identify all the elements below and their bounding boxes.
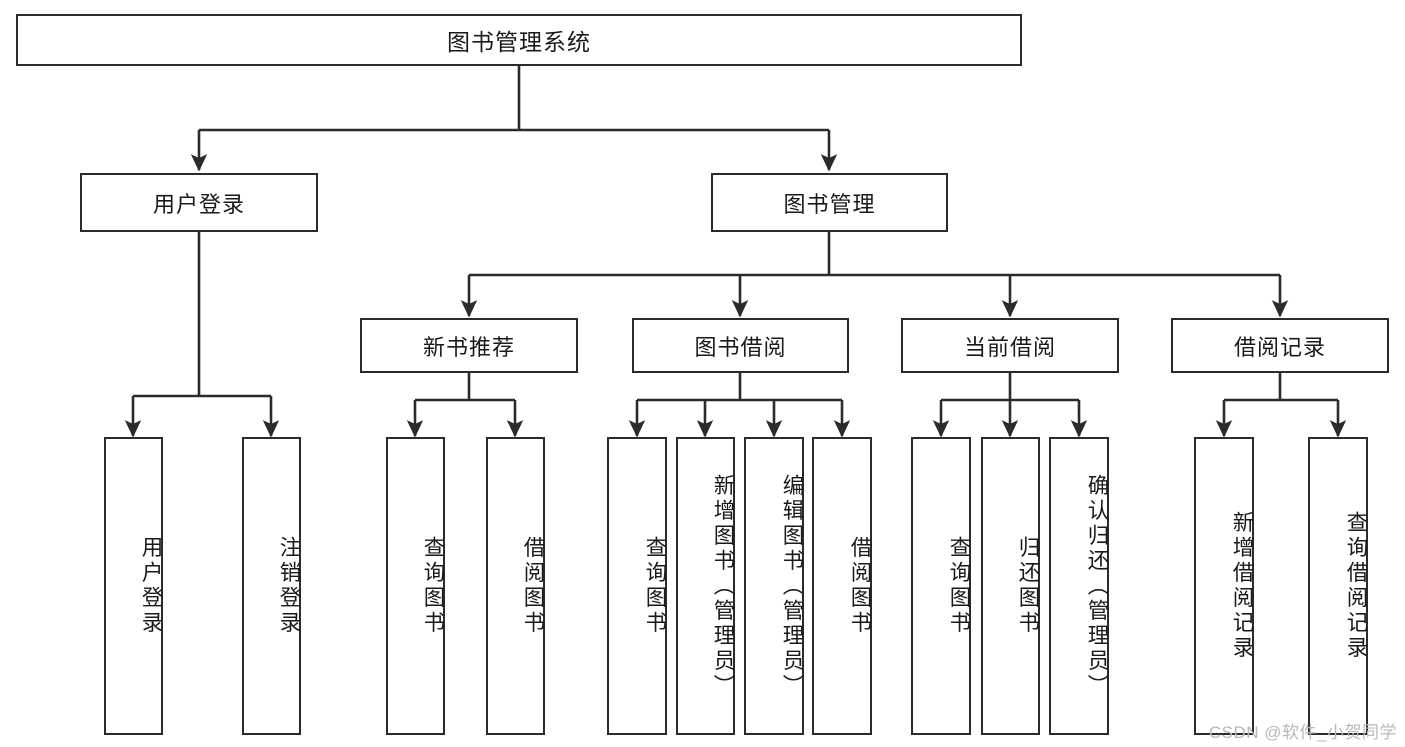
node-leaf-query-borrow-record[interactable]: 查询借阅记录 — [1308, 437, 1368, 735]
node-label: 编辑图书（管理员） — [780, 473, 804, 699]
node-borrow-record[interactable]: 借阅记录 — [1171, 318, 1389, 373]
node-new-book-recommend[interactable]: 新书推荐 — [360, 318, 578, 373]
node-leaf-borrow-book[interactable]: 借阅图书 — [812, 437, 872, 735]
node-book-management[interactable]: 图书管理 — [711, 173, 948, 232]
node-leaf-borrow-book-recommend[interactable]: 借阅图书 — [486, 437, 545, 735]
node-leaf-query-book-recommend[interactable]: 查询图书 — [386, 437, 445, 735]
node-label: 借阅图书 — [848, 536, 872, 636]
node-label: 新书推荐 — [422, 334, 515, 360]
node-leaf-query-book-borrow[interactable]: 查询图书 — [607, 437, 667, 735]
node-label: 用户登录 — [152, 191, 245, 217]
node-label: 当前借阅 — [963, 334, 1056, 360]
node-root-book-management-system[interactable]: 图书管理系统 — [16, 14, 1022, 66]
node-book-borrow[interactable]: 图书借阅 — [632, 318, 849, 373]
node-label: 借阅记录 — [1233, 334, 1326, 360]
node-label: 查询图书 — [947, 536, 971, 636]
node-leaf-user-login[interactable]: 用户登录 — [104, 437, 163, 735]
node-leaf-query-book-current[interactable]: 查询图书 — [911, 437, 971, 735]
node-label: 图书借阅 — [694, 334, 787, 360]
node-label: 新增借阅记录 — [1230, 511, 1254, 661]
node-label: 图书管理 — [783, 191, 876, 217]
node-leaf-confirm-return-admin[interactable]: 确认归还（管理员） — [1049, 437, 1109, 735]
node-leaf-user-logout[interactable]: 注销登录 — [242, 437, 301, 735]
node-label: 用户登录 — [139, 536, 163, 636]
node-label: 查询图书 — [421, 536, 445, 636]
node-label: 查询借阅记录 — [1344, 511, 1368, 661]
node-label: 图书管理系统 — [447, 29, 591, 55]
node-label: 确认归还（管理员） — [1085, 473, 1109, 699]
node-user-login[interactable]: 用户登录 — [80, 173, 318, 232]
watermark: CSDN @软件_小贺同学 — [1208, 723, 1397, 742]
node-leaf-return-book[interactable]: 归还图书 — [981, 437, 1040, 735]
node-label: 借阅图书 — [521, 536, 545, 636]
node-label: 新增图书（管理员） — [711, 473, 735, 699]
node-label: 归还图书 — [1016, 536, 1040, 636]
node-label: 查询图书 — [643, 536, 667, 636]
node-leaf-add-borrow-record[interactable]: 新增借阅记录 — [1194, 437, 1254, 735]
node-leaf-edit-book-admin[interactable]: 编辑图书（管理员） — [744, 437, 804, 735]
node-current-borrow[interactable]: 当前借阅 — [901, 318, 1119, 373]
node-label: 注销登录 — [277, 536, 301, 636]
node-leaf-add-book-admin[interactable]: 新增图书（管理员） — [676, 437, 735, 735]
